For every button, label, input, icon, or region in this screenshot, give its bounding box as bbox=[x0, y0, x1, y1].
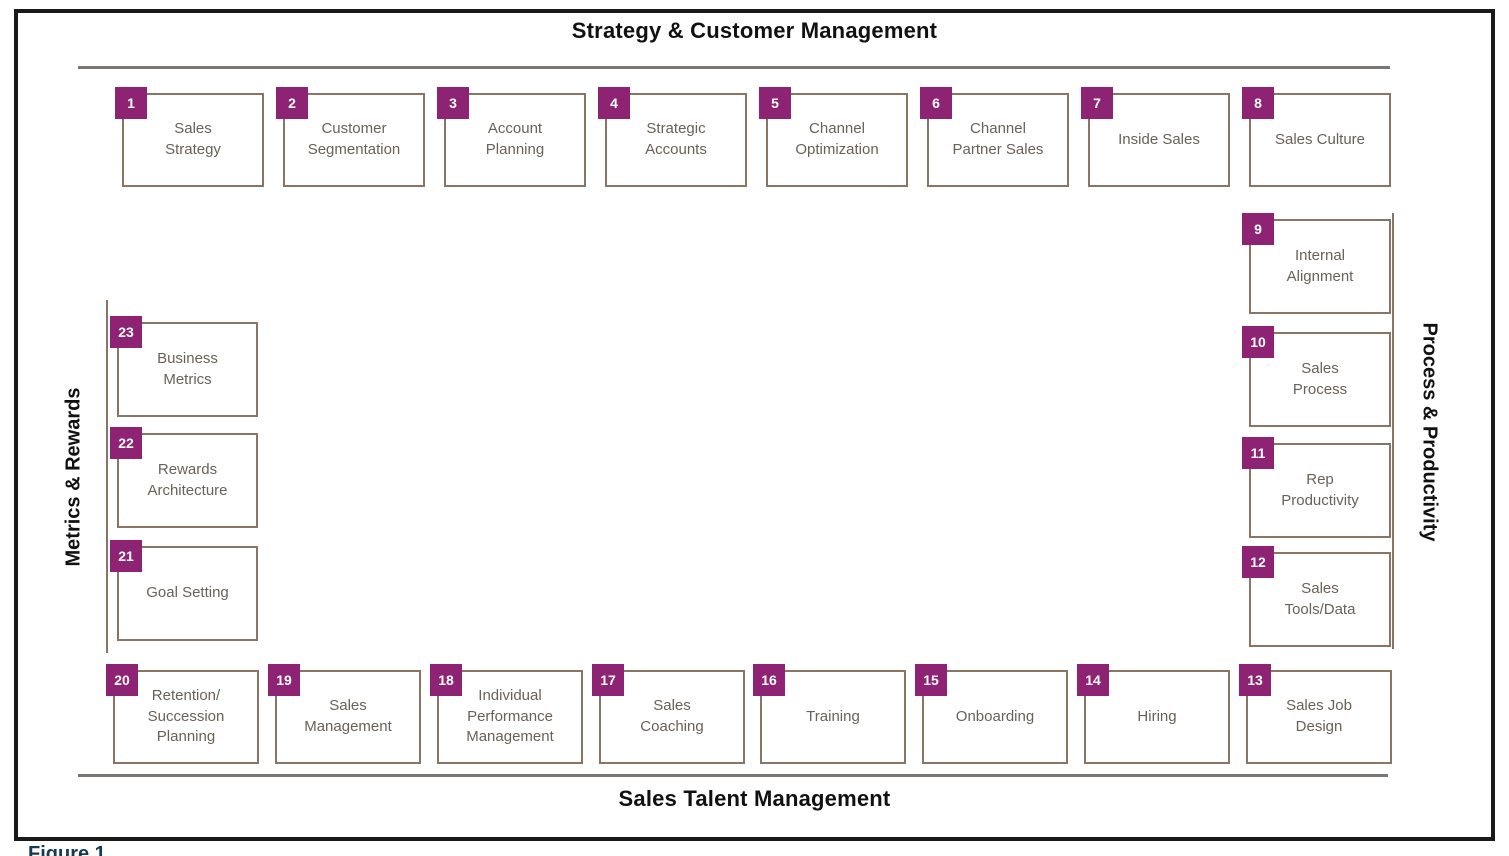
capability-box-12: 12 Sales Tools/Data bbox=[1242, 546, 1391, 647]
capability-label: Sales Management bbox=[304, 697, 392, 735]
capability-number-badge: 22 bbox=[110, 427, 142, 459]
capability-number-badge: 17 bbox=[592, 664, 624, 696]
capability-label: Channel Partner Sales bbox=[952, 120, 1044, 158]
capability-box-20: 20 Retention/ Succession Planning bbox=[106, 664, 259, 764]
capability-number-badge: 11 bbox=[1242, 437, 1274, 469]
capability-label: Business Metrics bbox=[157, 349, 218, 388]
capability-box-17: 17 Sales Coaching bbox=[592, 664, 745, 764]
capability-number-badge: 14 bbox=[1077, 664, 1109, 696]
capability-box-11: 11 Rep Productivity bbox=[1242, 437, 1391, 538]
capability-number-badge: 7 bbox=[1081, 87, 1113, 119]
capability-label: Account Planning bbox=[485, 120, 545, 158]
capability-box-13: 13 Sales Job Design bbox=[1239, 664, 1392, 764]
capability-number-badge: 18 bbox=[430, 664, 462, 696]
capability-number-badge: 21 bbox=[110, 540, 142, 572]
capability-label: Sales Coaching bbox=[640, 697, 704, 735]
capability-box-9: 9 Internal Alignment bbox=[1242, 213, 1391, 314]
capability-label: Goal Setting bbox=[146, 584, 229, 602]
capability-box-22: 22 Rewards Architecture bbox=[110, 427, 258, 528]
capability-label: Sales Strategy bbox=[165, 120, 221, 158]
capability-box-19: 19 Sales Management bbox=[268, 664, 421, 764]
capability-box-16: 16 Training bbox=[753, 664, 906, 764]
figure-caption: Figure 1 bbox=[28, 843, 106, 856]
capability-box-3: 3 Account Planning bbox=[437, 87, 586, 187]
capability-label: Inside Sales bbox=[1118, 130, 1200, 148]
capability-label: Channel Optimization bbox=[795, 120, 879, 158]
capability-number-badge: 10 bbox=[1242, 326, 1274, 358]
capability-box-4: 4 Strategic Accounts bbox=[598, 87, 747, 187]
capability-number-badge: 12 bbox=[1242, 546, 1274, 578]
capability-label: Hiring bbox=[1137, 707, 1177, 725]
top-edge-title: Strategy & Customer Management bbox=[571, 18, 938, 43]
bottom-edge-line bbox=[78, 774, 1388, 777]
capability-box-2: 2 Customer Segmentation bbox=[276, 87, 425, 187]
right-edge-line bbox=[1392, 213, 1394, 649]
bottom-edge-title: Sales Talent Management bbox=[618, 786, 891, 811]
capability-box-1: 1 Sales Strategy bbox=[115, 87, 264, 187]
right-edge-title: Process & Productivity bbox=[1418, 322, 1441, 542]
capability-number-badge: 1 bbox=[115, 87, 147, 119]
capability-number-badge: 3 bbox=[437, 87, 469, 119]
capability-label: Sales Culture bbox=[1274, 130, 1366, 148]
capability-label: Internal Alignment bbox=[1286, 246, 1354, 285]
left-edge-line bbox=[106, 300, 108, 653]
capability-number-badge: 9 bbox=[1242, 213, 1274, 245]
capability-label: Sales Process bbox=[1292, 359, 1348, 398]
capability-label: Sales Tools/Data bbox=[1284, 579, 1356, 618]
capability-label: Retention/ Succession Planning bbox=[147, 686, 225, 746]
capability-number-badge: 5 bbox=[759, 87, 791, 119]
capability-box-21: 21 Goal Setting bbox=[110, 540, 258, 641]
capability-box-5: 5 Channel Optimization bbox=[759, 87, 908, 187]
capability-number-badge: 6 bbox=[920, 87, 952, 119]
capability-number-badge: 13 bbox=[1239, 664, 1271, 696]
capability-number-badge: 4 bbox=[598, 87, 630, 119]
capability-label: Strategic Accounts bbox=[645, 120, 707, 158]
capability-number-badge: 20 bbox=[106, 664, 138, 696]
capability-label: Sales Job Design bbox=[1286, 697, 1352, 735]
capability-box-6: 6 Channel Partner Sales bbox=[920, 87, 1069, 187]
capability-label: Training bbox=[806, 707, 860, 725]
top-edge-line bbox=[78, 66, 1390, 69]
capability-box-23: 23 Business Metrics bbox=[110, 316, 258, 417]
capability-box-18: 18 Individual Performance Management bbox=[430, 664, 583, 764]
capability-number-badge: 23 bbox=[110, 316, 142, 348]
capability-number-badge: 15 bbox=[915, 664, 947, 696]
capability-number-badge: 16 bbox=[753, 664, 785, 696]
capability-label: Individual Performance Management bbox=[466, 686, 554, 746]
capability-number-badge: 2 bbox=[276, 87, 308, 119]
capability-number-badge: 19 bbox=[268, 664, 300, 696]
capability-label: Customer Segmentation bbox=[307, 120, 401, 158]
capability-box-7: 7 Inside Sales bbox=[1081, 87, 1230, 187]
capability-box-8: 8 Sales Culture bbox=[1242, 87, 1391, 187]
capability-label: Onboarding bbox=[955, 707, 1035, 725]
left-edge-title: Metrics & Rewards bbox=[62, 387, 85, 567]
capability-box-10: 10 Sales Process bbox=[1242, 326, 1391, 427]
capability-label: Rewards Architecture bbox=[147, 460, 228, 499]
capability-box-14: 14 Hiring bbox=[1077, 664, 1230, 764]
capability-number-badge: 8 bbox=[1242, 87, 1274, 119]
capability-box-15: 15 Onboarding bbox=[915, 664, 1068, 764]
capability-label: Rep Productivity bbox=[1281, 470, 1359, 509]
